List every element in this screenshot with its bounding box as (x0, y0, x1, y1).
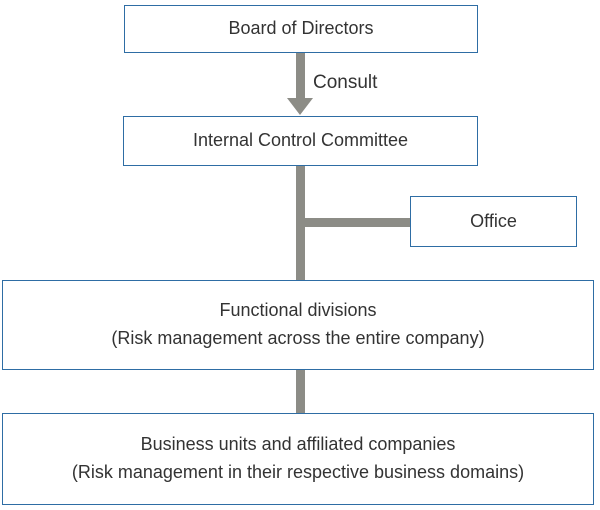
node-label-line2: (Risk management in their respective bus… (71, 462, 525, 482)
connector-branch-to-office (296, 218, 412, 227)
node-label-line1: Business units and affiliated companies (140, 434, 456, 455)
node-label: Office (470, 210, 517, 231)
consult-arrow-shaft (296, 53, 305, 99)
connector-functional-to-business (296, 370, 305, 413)
node-internal-control-committee: Internal Control Committee (123, 116, 478, 166)
consult-edge-label: Consult (313, 72, 378, 93)
node-board-of-directors: Board of Directors (124, 5, 478, 53)
consult-arrowhead-icon (287, 98, 313, 115)
node-functional-divisions: Functional divisions (Risk management ac… (2, 280, 594, 370)
node-label-line1: Functional divisions (219, 300, 377, 321)
node-label-line2: (Risk management across the entire compa… (111, 328, 485, 348)
node-business-units: Business units and affiliated companies … (2, 413, 594, 505)
node-label: Internal Control Committee (192, 130, 409, 151)
node-label: Board of Directors (228, 18, 374, 39)
node-office: Office (410, 196, 577, 247)
